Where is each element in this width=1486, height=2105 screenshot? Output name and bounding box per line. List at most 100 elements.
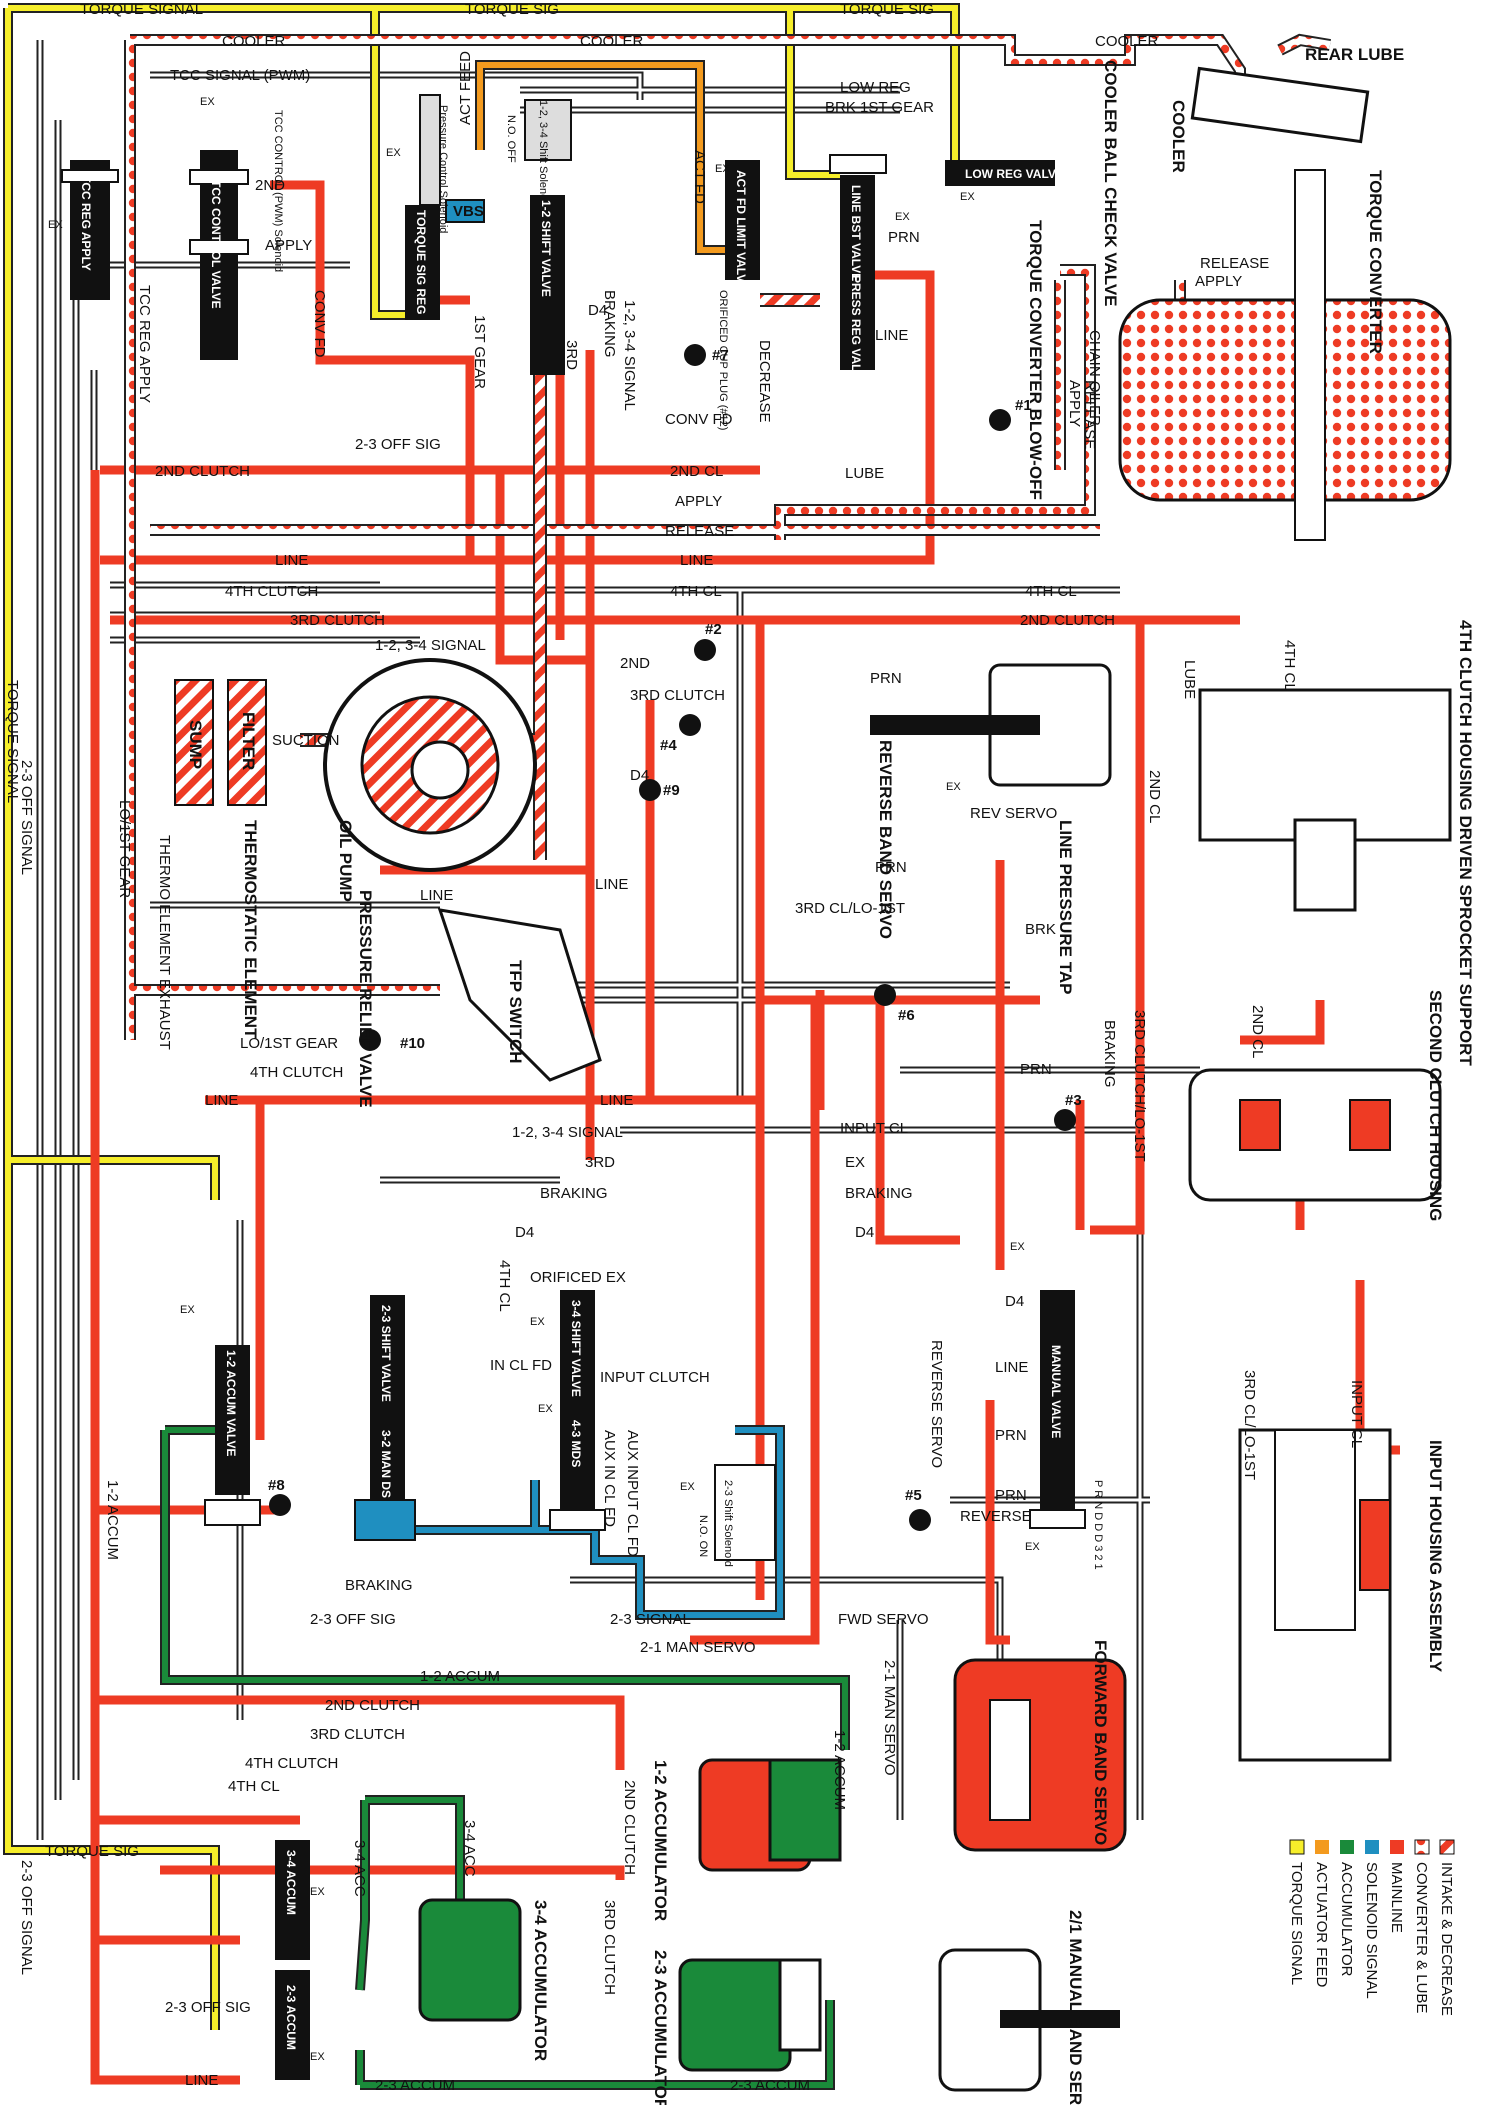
label-line-3: LINE	[680, 552, 713, 569]
ex-label-14: EX	[310, 1886, 325, 1898]
label-cooler-2: COOLER	[580, 33, 644, 50]
accum-valve-12	[215, 1345, 250, 1495]
tfp-switch	[437, 908, 602, 1082]
label-prn-5: PRN	[995, 1427, 1027, 1444]
label-torque-signal: TORQUE SIGNAL	[80, 1, 203, 18]
title-acc-23: 2-3 ACCUMULATOR	[651, 1950, 670, 2105]
checkball-label-9: #9	[663, 782, 680, 799]
label-4th-clutch: 4TH CLUTCH	[225, 583, 318, 600]
label-3rd-clutch-lo1st-r: 3RD CLUTCH/LO-1ST	[1131, 1010, 1148, 1162]
label-3rd-cl-lo1st-r: 3RD CL/LO-1ST	[1241, 1370, 1258, 1480]
ex-label-2: EX	[200, 96, 215, 108]
valve-label-manual: MANUAL VALVE	[1049, 1345, 1063, 1438]
label-input-cl-r: INPUT CL	[1348, 1380, 1365, 1448]
valve-label-shift-solenoid: 1-2, 3-4 Shift Solenoid	[537, 100, 549, 209]
title-manual-band-servo: 2/1 MANUAL BAND SERVO	[1066, 1910, 1085, 2105]
ex-label-7: EX	[946, 781, 961, 793]
checkball-label-10: #10	[400, 1035, 425, 1052]
valve-label-shift-34: 3-4 SHIFT VALVE	[569, 1300, 583, 1397]
label-23-accum-bottom: 2-3 ACCUM	[375, 2077, 455, 2094]
legend-label-actuator: ACTUATOR FEED	[1313, 1862, 1330, 1987]
label-apply: APPLY	[265, 237, 312, 254]
label-lo1st-gear-side: LO/1ST GEAR	[116, 800, 133, 898]
label-line-manual: LINE	[995, 1359, 1028, 1376]
label-3rd-clutch-bottom: 3RD CLUTCH	[310, 1726, 405, 1743]
label-apply-tc: APPLY	[1195, 273, 1242, 290]
checkball-4	[679, 714, 701, 736]
label-prn-3: PRN	[875, 859, 907, 876]
label-21-man-servo-r: 2-1 MAN SERVO	[881, 1660, 898, 1776]
label-ex-mid: EX	[845, 1154, 865, 1171]
valve-label-orificed-cup: ORIFICED CUP PLUG (#12)	[717, 290, 729, 430]
ex-label-12: EX	[680, 1481, 695, 1493]
title-input-housing: INPUT HOUSING ASSEMBLY	[1426, 1440, 1445, 1673]
valve-label-accum-23: 2-3 ACCUM	[284, 1985, 298, 2050]
label-line-bottom: LINE	[185, 2072, 218, 2089]
valve-label-mds-43: 4-3 MDS	[569, 1420, 583, 1467]
checkball-2	[694, 639, 716, 661]
label-23-off-sig-bottom: 2-3 OFF SIG	[165, 1999, 251, 2016]
label-braking-r: BRAKING	[1101, 1020, 1118, 1088]
title-filter: FILTER	[239, 712, 258, 770]
checkball-1	[989, 409, 1011, 431]
valve-bodies	[61, 66, 1452, 2092]
checkball-label-2: #2	[705, 621, 722, 638]
label-tcc-reg-apply: TCC REG APPLY	[136, 285, 153, 403]
checkball-6	[874, 984, 896, 1006]
valve-label-torque-sig-reg: TORQUE SIG REG	[414, 210, 428, 314]
label-line: LINE	[875, 327, 908, 344]
ex-label-10: EX	[538, 1403, 553, 1415]
solenoid-signal-passages	[400, 1425, 785, 1620]
torque-signal-passages	[3, 3, 960, 2030]
valve-label-shift-12: 1-2 SHIFT VALVE	[539, 200, 553, 297]
shift-valve-34	[560, 1290, 595, 1510]
label-4th-cl-low: 4TH CL	[496, 1260, 513, 1312]
label-conv-fd-2: CONV FD	[665, 411, 733, 428]
ex-label-5: EX	[895, 211, 910, 223]
label-act-fd: ACT FD	[691, 150, 708, 204]
valve-label-accum-34: 3-4 ACCUM	[284, 1850, 298, 1915]
label-input-cl: INPUT CL	[840, 1120, 908, 1137]
label-cooler-1: COOLER	[222, 33, 286, 50]
low-reg-valve	[945, 160, 1055, 186]
checkball-8	[269, 1494, 291, 1516]
checkball-5	[909, 1509, 931, 1531]
label-21-man-servo: 2-1 MAN SERVO	[640, 1639, 756, 1656]
title-acc-34: 3-4 ACCUMULATOR	[531, 1900, 550, 2061]
label-act-feed: ACT FEED	[457, 51, 474, 125]
label-apply-r: APPLY	[1066, 380, 1083, 427]
label-prn: PRN	[888, 229, 920, 246]
ex-label-9: EX	[530, 1316, 545, 1328]
valve-label-act-fd-limit: ACT FD LIMIT VALVE	[734, 170, 748, 290]
legend-swatch-mainline	[1390, 1840, 1404, 1854]
label-1st-gear: 1ST GEAR	[471, 315, 488, 389]
label-4th-clutch-2: 4TH CLUTCH	[250, 1064, 343, 1081]
valve-label-line-bst: LINE BST VALVE	[849, 185, 863, 281]
valve-label-tcc-solenoid: TCC CONTROL (PWM) Solenoid	[272, 110, 284, 272]
ex-label-4: EX	[715, 163, 730, 175]
label-3rd-clutch-mid: 3RD CLUTCH	[630, 687, 725, 704]
component-titles: REAR LUBE COOLER COOLER BALL CHECK VALVE…	[186, 45, 1475, 2105]
title-acc-12: 1-2 ACCUMULATOR	[651, 1760, 670, 1921]
torque-sig-reg-valve	[405, 205, 440, 320]
shift-valve-12	[530, 195, 565, 375]
label-2nd: 2ND	[255, 177, 285, 194]
label-2nd-clutch: 2ND CLUTCH	[155, 463, 250, 480]
label-3rd-clutch: 3RD CLUTCH	[290, 612, 385, 629]
exhaust-labels: EX EX EX EX EX EX EX EX EX EX EX EX EX E…	[48, 96, 1040, 2063]
legend-swatch-solenoid	[1365, 1840, 1379, 1854]
ex-label-1: EX	[48, 219, 63, 231]
label-rev-servo: REV SERVO	[970, 805, 1057, 822]
legend-label-solenoid: SOLENOID SIGNAL	[1363, 1862, 1380, 1999]
label-2nd-clutch-bottom: 2ND CLUTCH	[325, 1697, 420, 1714]
valve-label-man-ds-32: 3-2 MAN DS	[379, 1430, 393, 1498]
valve-label-vbs: VBS	[453, 203, 484, 220]
shift-valve-23	[370, 1295, 405, 1505]
label-decrease-top: DECREASE	[756, 340, 773, 423]
sump-block	[174, 679, 214, 806]
legend-label-intake: INTAKE & DECREASE	[1438, 1862, 1455, 2016]
ex-label-11: EX	[180, 1304, 195, 1316]
legend: INTAKE & DECREASE CONVERTER & LUBE MAINL…	[1288, 1839, 1455, 2016]
label-brk: BRK	[1025, 921, 1056, 938]
checkball-9	[639, 779, 661, 801]
